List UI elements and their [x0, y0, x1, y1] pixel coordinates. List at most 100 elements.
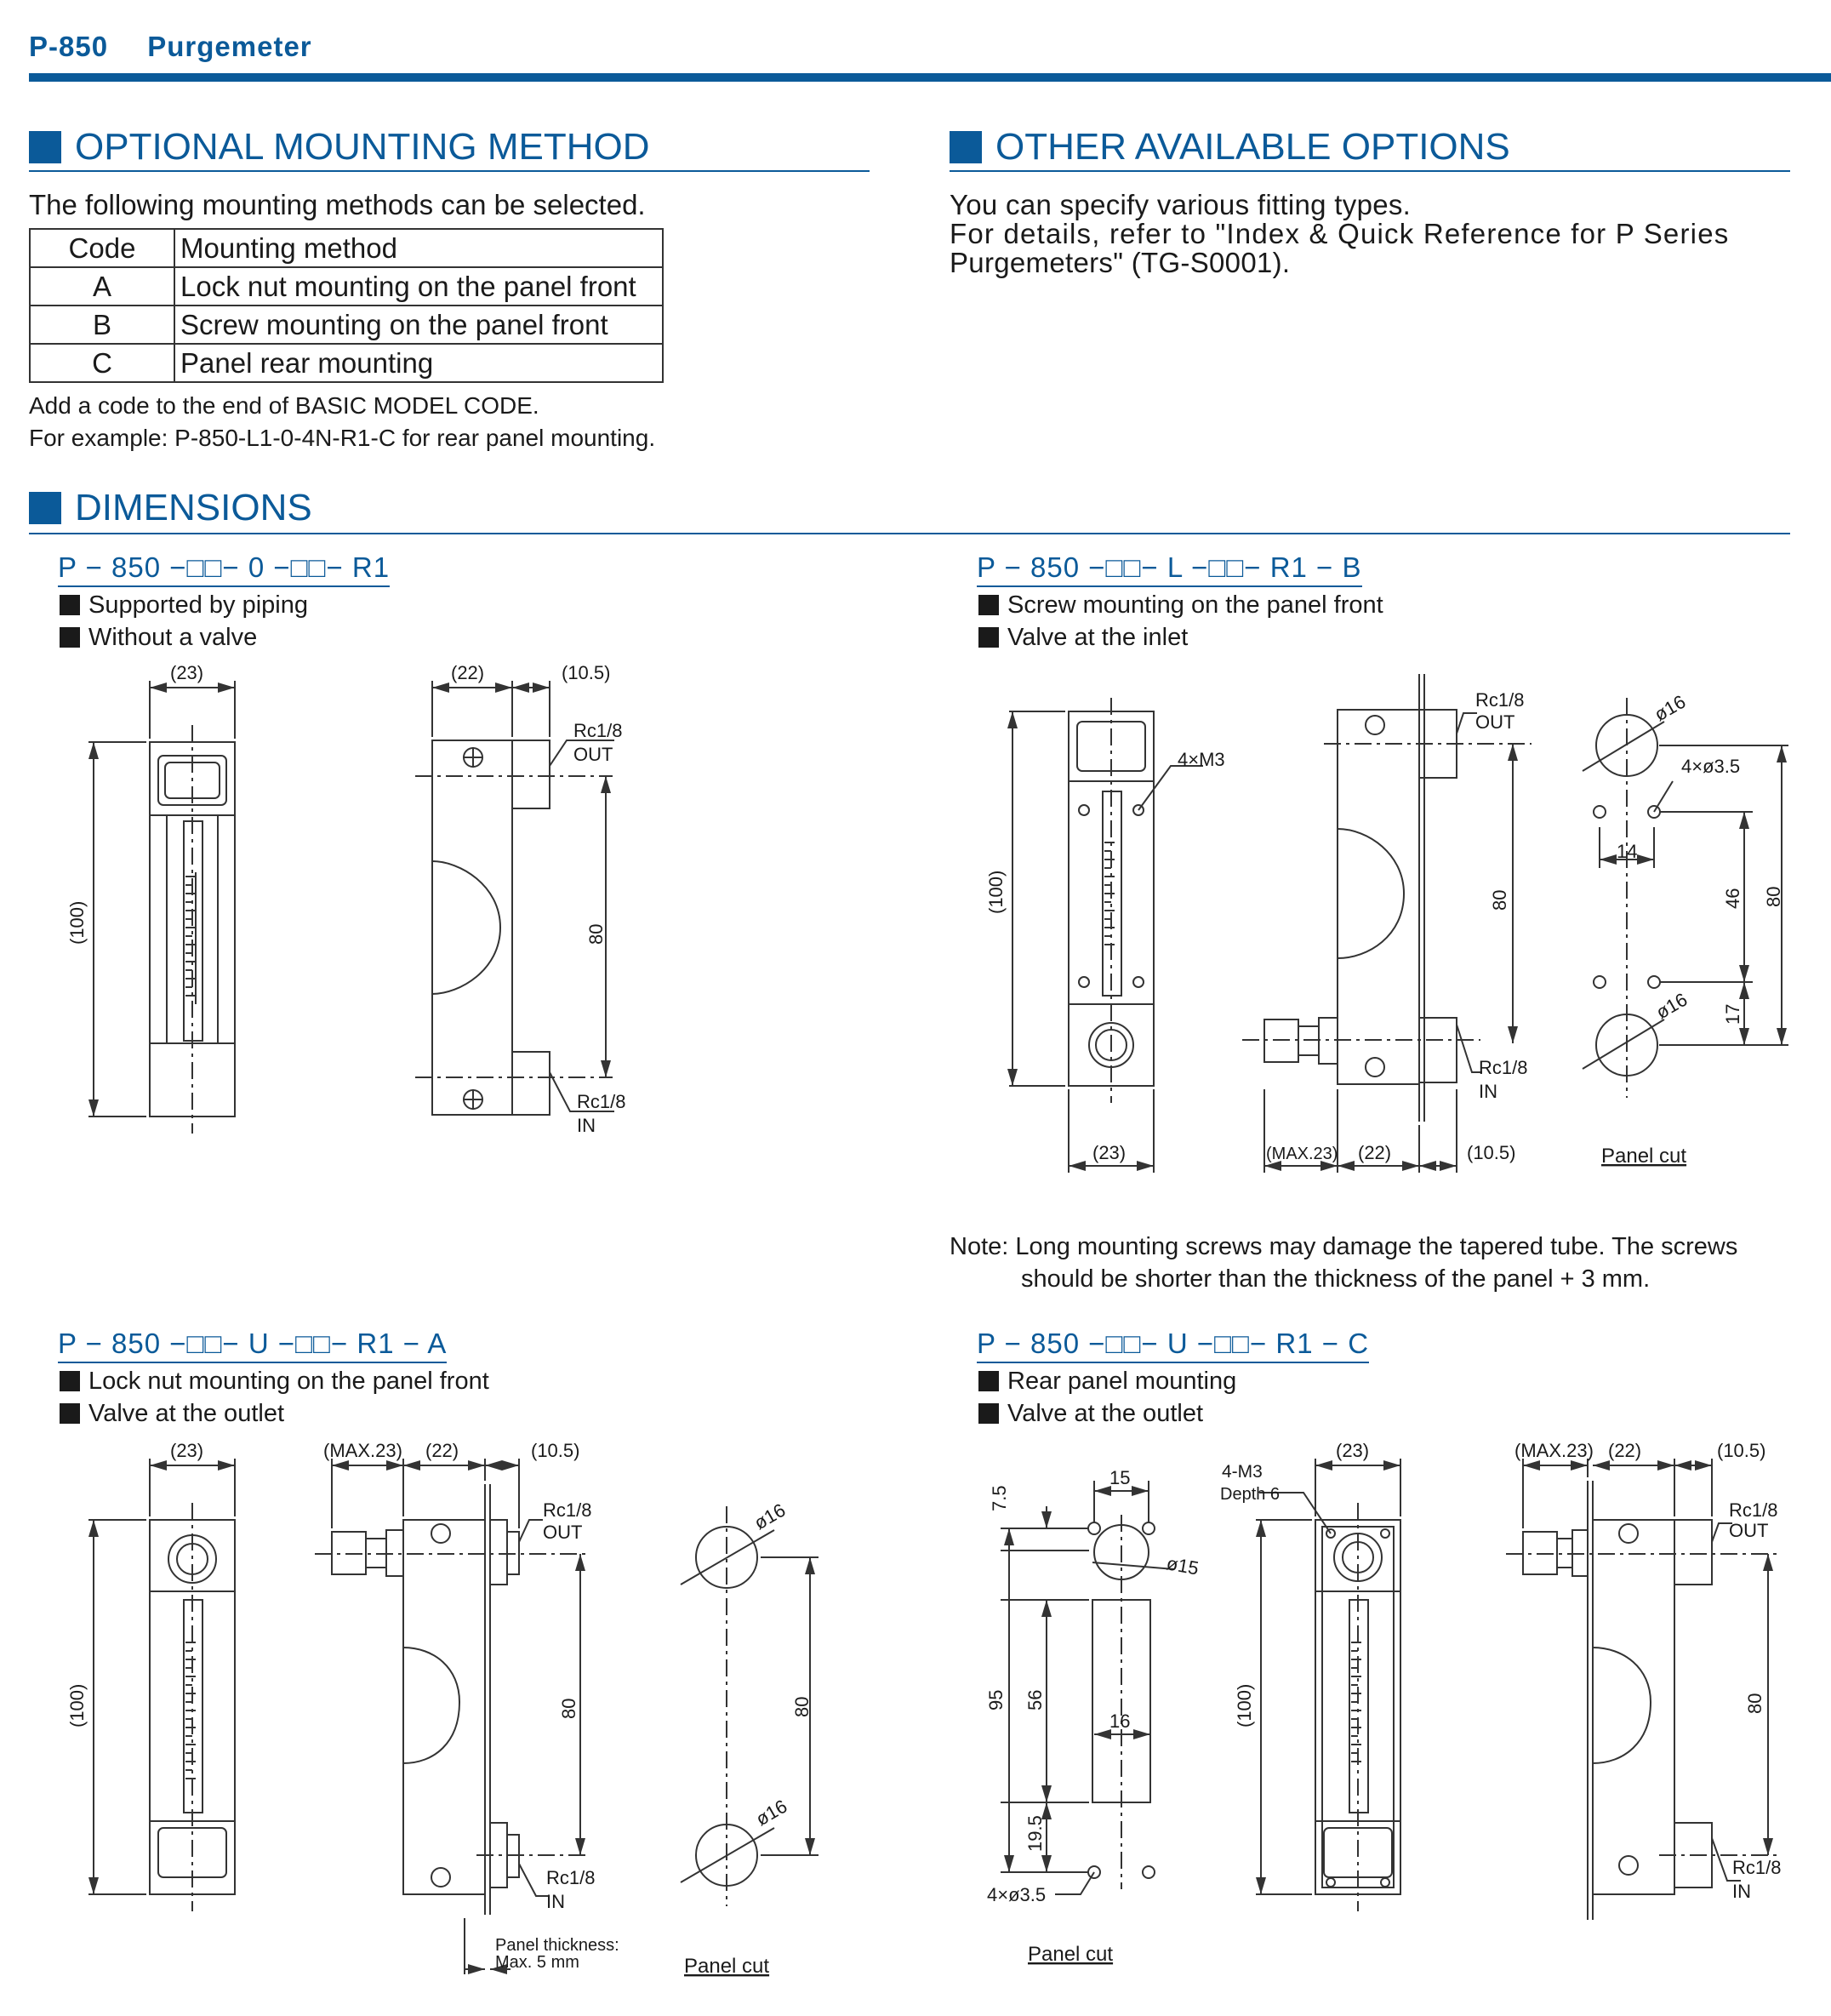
d4-label-rc-in: Rc1/8	[1732, 1857, 1781, 1878]
d2-panel-cut	[1582, 698, 1788, 1098]
d2-label-rc-in: Rc1/8	[1479, 1057, 1527, 1078]
d4-label-16: 16	[1109, 1710, 1130, 1732]
bullet-item: Screw mounting on the panel front	[978, 589, 1383, 621]
bullet-item: Lock nut mounting on the panel front	[60, 1365, 489, 1397]
bullet-square-icon	[978, 627, 999, 648]
model-code-d4: P − 850 −□□− U −□□− R1 − C	[977, 1328, 1370, 1363]
d2-label-d16-top: ø16	[1651, 691, 1689, 726]
header-product-name: Purgemeter	[147, 31, 312, 62]
d2-label-w23: (23)	[1092, 1142, 1126, 1163]
screw-note: Note: Long mounting screws may damage th…	[950, 1233, 1738, 1293]
d4-label-d15: ø15	[1165, 1552, 1201, 1579]
bullet-square-icon	[978, 595, 999, 615]
table-cell: B	[29, 305, 175, 345]
table-row: A Lock nut mounting on the panel front	[29, 266, 664, 306]
d3-label-rc-in: Rc1/8	[546, 1867, 595, 1888]
d2-label-out: OUT	[1475, 711, 1514, 733]
d1-label-w23: (23)	[170, 662, 203, 683]
d4-front-view	[1315, 1503, 1401, 1911]
d1-side-view	[415, 740, 613, 1116]
bullet-item: Valve at the inlet	[978, 621, 1188, 654]
d4-label-max23: (MAX.23)	[1514, 1440, 1594, 1461]
d3-side-view	[315, 1484, 587, 1915]
d1-label-h80: 80	[585, 924, 607, 945]
options-line-3: Purgemeters" (TG-S0001).	[950, 247, 1291, 278]
table-header-method: Mounting method	[174, 228, 664, 268]
d4-front-dims	[1256, 1459, 1401, 1895]
d4-label-depth: Depth 6	[1220, 1485, 1280, 1504]
table-row: C Panel rear mounting	[29, 343, 664, 383]
d4-label-56: 56	[1024, 1690, 1046, 1710]
d2-panel-cut-label: Panel cut	[1601, 1145, 1686, 1168]
d3-label-80: 80	[791, 1697, 813, 1717]
table-cell: Screw mounting on the panel front	[174, 305, 664, 345]
mounting-note-2: For example: P-850-L1-0-4N-R1-C for rear…	[29, 425, 656, 451]
d3-label-d16-bottom: ø16	[752, 1796, 790, 1830]
d1-side-dims	[431, 681, 614, 1112]
bullet-item: Rear panel mounting	[978, 1365, 1236, 1397]
d3-label-w23: (23)	[170, 1440, 203, 1461]
table-cell: Panel rear mounting	[174, 343, 664, 383]
d1-label-w22: (22)	[451, 662, 484, 683]
table-cell: Lock nut mounting on the panel front	[174, 266, 664, 306]
section-underline	[950, 170, 1790, 172]
options-line-1: You can specify various fitting types.	[950, 189, 1412, 220]
d3-label-rc-out: Rc1/8	[543, 1499, 591, 1521]
d3-label-max23: (MAX.23)	[323, 1440, 402, 1461]
d2-label-max23: (MAX.23)	[1266, 1145, 1338, 1163]
d4-label-195: 19.5	[1024, 1815, 1046, 1852]
bullet-square-icon	[60, 627, 80, 648]
d4-panel-cut-label: Panel cut	[1028, 1943, 1113, 1966]
d3-label-h80: 80	[558, 1699, 579, 1719]
mounting-table: Code Mounting method A Lock nut mounting…	[29, 228, 664, 383]
bullet-item: Valve at the outlet	[60, 1397, 284, 1430]
model-code-d2: P − 850 −□□− L −□□− R1 − B	[977, 551, 1362, 587]
mounting-note-1: Add a code to the end of BASIC MODEL COD…	[29, 392, 539, 419]
d1-label-in: IN	[577, 1115, 596, 1136]
d2-label-in: IN	[1479, 1081, 1497, 1102]
d4-side-dims	[1522, 1459, 1773, 1882]
model-code-d3: P − 850 −□□− U −□□− R1 − A	[58, 1328, 448, 1363]
d3-label-thickness-max: Max. 5 mm	[495, 1953, 579, 1972]
d3-label-out: OUT	[543, 1522, 582, 1543]
table-header-row: Code Mounting method	[29, 228, 664, 268]
d4-label-in: IN	[1732, 1881, 1751, 1902]
d4-label-h80: 80	[1744, 1693, 1765, 1714]
bullet-item: Supported by piping	[60, 589, 308, 621]
d4-label-out: OUT	[1729, 1520, 1768, 1541]
d3-label-w105: (10.5)	[531, 1440, 579, 1461]
d2-label-w105: (10.5)	[1467, 1142, 1515, 1163]
d2-label-d35: 4×ø3.5	[1681, 756, 1740, 777]
bullet-square-icon	[978, 1403, 999, 1424]
section-title-mounting: OPTIONAL MOUNTING METHOD	[29, 126, 650, 168]
d4-label-w22: (22)	[1608, 1440, 1641, 1461]
d4-label-95: 95	[985, 1690, 1007, 1710]
section-square-icon	[29, 492, 61, 524]
d2-label-m3: 4×M3	[1178, 749, 1225, 770]
section-square-icon	[29, 131, 61, 163]
d4-label-rc-out: Rc1/8	[1729, 1499, 1777, 1521]
header-rule	[29, 73, 1831, 82]
table-cell: C	[29, 343, 175, 383]
d2-label-w22: (22)	[1358, 1142, 1391, 1163]
d2-label-46: 46	[1722, 888, 1743, 909]
table-row: B Screw mounting on the panel front	[29, 305, 664, 345]
d1-label-rc-in: Rc1/8	[577, 1091, 625, 1112]
options-line-2: For details, refer to "Index & Quick Ref…	[950, 218, 1730, 249]
mounting-intro: The following mounting methods can be se…	[29, 189, 646, 220]
d2-label-d16-bottom: ø16	[1652, 989, 1691, 1024]
d1-label-rc-out: Rc1/8	[573, 720, 622, 741]
bullet-square-icon	[60, 1403, 80, 1424]
d1-label-out: OUT	[573, 744, 613, 765]
d3-front-view	[149, 1503, 236, 1911]
d2-front-dims	[1007, 711, 1203, 1173]
section-underline	[29, 170, 870, 172]
d4-side-view	[1506, 1481, 1778, 1920]
d2-side-view	[1242, 674, 1532, 1122]
page-header: P-850 Purgemeter	[29, 31, 343, 63]
section-underline	[29, 533, 1790, 534]
d2-label-17: 17	[1722, 1004, 1743, 1025]
bullet-item: Without a valve	[60, 621, 257, 654]
d4-label-15: 15	[1109, 1467, 1130, 1488]
